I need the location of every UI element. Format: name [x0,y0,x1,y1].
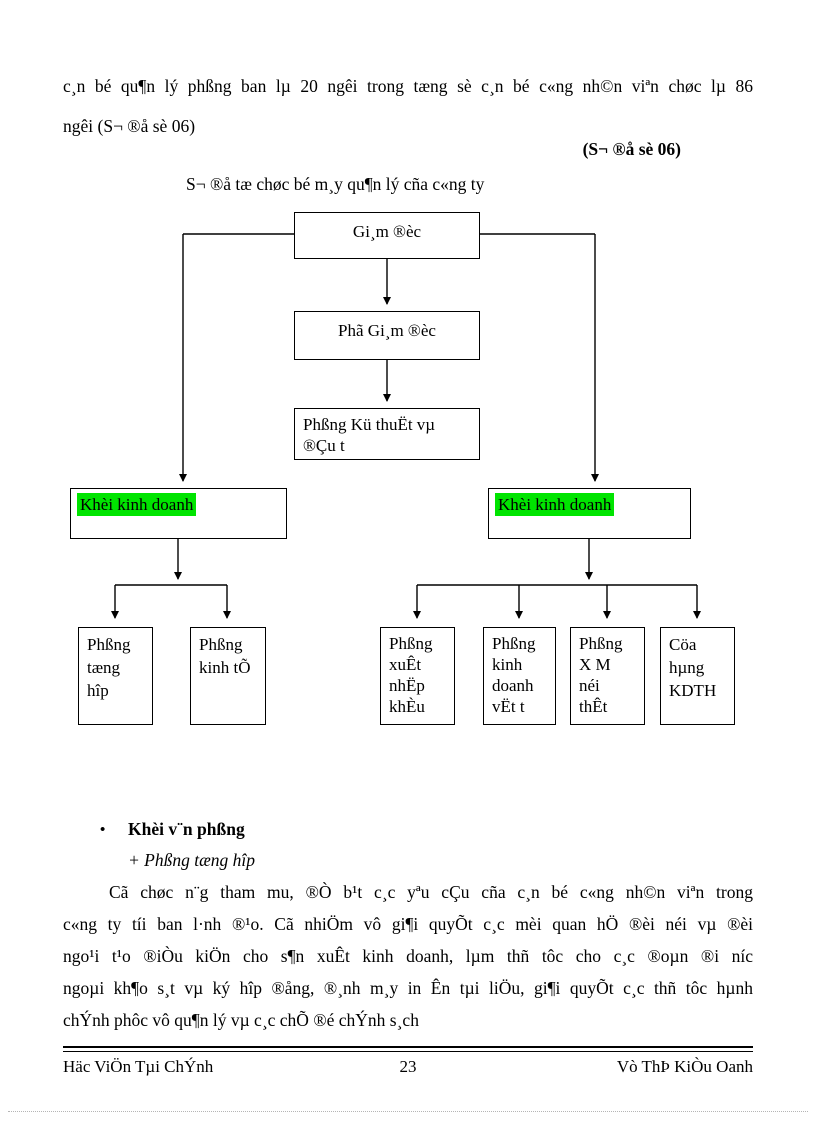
page-boundary-dotted-line [8,1111,808,1112]
body-line: Cã chøc n¨g tham mu, ®Ò b¹t c¸c yªu cÇu … [109,882,753,902]
node-director-label: Gi¸m ®èc [352,222,422,241]
node-line: Phßng [199,635,243,654]
node-line: xuÊt [389,655,422,674]
node-left-business-block: Khèi kinh doanh [70,488,287,539]
node-line: tæng [87,658,121,677]
node-line: thÊt [579,697,608,716]
node-line: néi [579,676,600,695]
node-line: kinh [492,655,523,674]
node-economy-dept: Phßng kinh tÕ [190,627,266,725]
node-line: Phßng [87,635,131,654]
intro-line: ngêi (S¬ ®å sè 06) [63,116,196,136]
section-heading-row: • Khèi v¨n phßng [100,816,245,843]
node-line: doanh [492,676,534,695]
node-line: Cöa [669,635,697,654]
node-line: Phßng [492,634,536,653]
node-import-export-dept: Phßng xuÊt nhËp khÈu [380,627,455,725]
body-line: ngoµi kh¶o s¸t vµ ký hîp ®ång, ®¸nh m¸y … [63,978,753,998]
body-line: c«ng ty tíi ban l·nh ®¹o. Cã nhiÖm vô gi… [63,914,753,934]
node-general-dept: Phßng tæng hîp [78,627,153,725]
node-line: vËt t [492,697,525,716]
node-line: Phßng [389,634,433,653]
footer-institution: Häc ViÖn Tµi ChÝnh [63,1057,214,1076]
highlighted-label: Khèi kinh doanh [495,493,615,516]
node-tech-dept: Phßng Kü thuËt vµ ®Çu t [294,408,480,460]
bullet-icon: • [100,822,106,838]
section-heading: Khèi v¨n phßng [128,819,245,839]
footer-author: Vò ThÞ KiÒu Oanh [616,1057,753,1076]
diagram-title: S¬ ®å tæ chøc bé m¸y qu¶n lý cña c«ng ty [186,174,485,194]
node-deputy-director: Phã Gi¸m ®èc [294,311,480,360]
node-tech-line: Phßng Kü thuËt vµ [303,415,436,434]
page-footer: Häc ViÖn Tµi ChÝnh 23 Vò ThÞ KiÒu Oanh [63,1055,753,1079]
body-line: ngo¹i t¹o ®iÒu kiÖn cho s¶n xuÊt kinh do… [63,946,753,966]
intro-paragraph: c¸n bé qu¶n lý phßng ban lµ 20 ngêi tron… [63,66,753,146]
node-director: Gi¸m ®èc [294,212,480,259]
node-line: kinh tÕ [199,658,251,677]
body-paragraph: Cã chøc n¨g tham mu, ®Ò b¹t c¸c yªu cÇu … [63,876,753,1036]
footer-double-rule [63,1046,753,1052]
node-line: hîp [87,681,109,700]
node-line: hµng [669,658,705,677]
diagram-reference: (S¬ ®å sè 06) [582,139,681,159]
node-line: khÈu [389,697,425,716]
section-subheading: + Phßng tæng hîp [128,850,256,870]
node-line: X M [579,655,611,674]
node-line: KDTH [669,681,717,700]
node-interior-dept: Phßng X M néi thÊt [570,627,645,725]
node-store: Cöa hµng KDTH [660,627,735,725]
node-deputy-label: Phã Gi¸m ®èc [338,321,436,340]
node-materials-dept: Phßng kinh doanh vËt t [483,627,556,725]
page-number: 23 [399,1057,417,1076]
body-line: chÝnh phôc vô qu¶n lý vµ c¸c chÕ ®é chÝn… [63,1010,419,1030]
node-line: Phßng [579,634,623,653]
highlighted-label: Khèi kinh doanh [77,493,197,516]
node-line: nhËp [389,676,425,695]
intro-line: c¸n bé qu¶n lý phßng ban lµ 20 ngêi tron… [63,76,753,96]
node-right-business-block: Khèi kinh doanh [488,488,691,539]
node-tech-line: ®Çu t [303,436,345,455]
